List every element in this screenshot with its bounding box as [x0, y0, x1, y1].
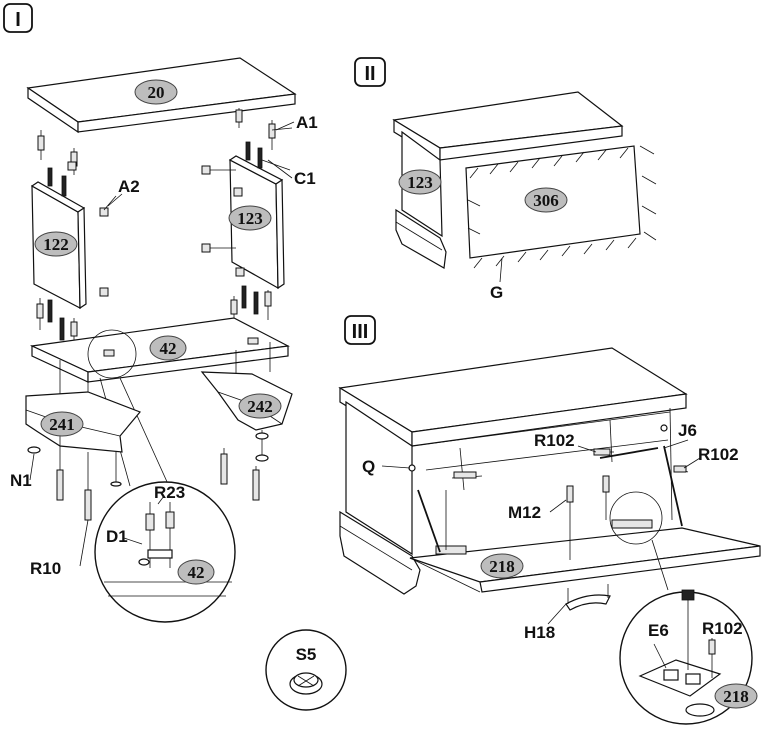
svg-text:242: 242 [247, 397, 273, 416]
plinth-right [200, 371, 293, 462]
part-badge-plinth-right: 242 [238, 393, 282, 419]
label-E6: E6 [648, 621, 669, 640]
label-Q: Q [362, 457, 375, 476]
label-M12: M12 [508, 503, 541, 522]
part-badge-detail-panel: 42 [177, 559, 215, 585]
label-C1: C1 [294, 169, 316, 188]
svg-text:218: 218 [723, 687, 749, 706]
part-badge-top-panel: 20 [134, 79, 178, 105]
svg-text:241: 241 [49, 415, 75, 434]
label-R102-c: R102 [702, 619, 743, 638]
svg-text:20: 20 [148, 83, 165, 102]
label-G: G [490, 283, 503, 302]
part-badge-side-left: 122 [34, 231, 78, 257]
plinth-screws [27, 446, 260, 521]
s5-callout [265, 629, 347, 711]
label-R10: R10 [30, 559, 61, 578]
part-badge-step3-door: 218 [480, 553, 524, 579]
svg-text:306: 306 [533, 191, 559, 210]
back-panel [465, 145, 657, 283]
step-one-box [3, 3, 33, 33]
part-badge-bottom-panel: 42 [149, 335, 187, 361]
label-D1: D1 [106, 527, 128, 546]
leader-lines [29, 121, 701, 625]
label-S5: S5 [296, 645, 317, 664]
part-badge-side-right: 123 [228, 205, 272, 231]
step3-screws [451, 448, 689, 560]
step-one-label: I [15, 9, 21, 31]
door-handle [565, 584, 611, 611]
svg-text:122: 122 [43, 235, 69, 254]
svg-text:218: 218 [489, 557, 515, 576]
label-R102-b: R102 [698, 445, 739, 464]
label-R102-a: R102 [534, 431, 575, 450]
step-two-box [354, 57, 386, 87]
lower-dowels [36, 285, 272, 350]
chest-body-step3 [338, 347, 688, 595]
label-N1: N1 [10, 471, 32, 490]
part-badge-step2-side: 123 [398, 169, 442, 195]
label-H18: H18 [524, 623, 555, 642]
part-badge-detail-door: 218 [714, 683, 758, 709]
detail-callout-small [87, 329, 137, 379]
hinge-callout-small [609, 491, 663, 545]
label-A1: A1 [296, 113, 318, 132]
part-badge-step2-back: 306 [524, 187, 568, 213]
detail-callout-large [94, 481, 236, 623]
drop-door [409, 519, 761, 593]
label-A2: A2 [118, 177, 140, 196]
label-J6: J6 [678, 421, 697, 440]
svg-text:42: 42 [160, 339, 177, 358]
svg-text:42: 42 [188, 563, 205, 582]
label-R23: R23 [154, 483, 185, 502]
step-three-box [344, 315, 376, 345]
step-three-label: III [352, 321, 369, 343]
svg-text:123: 123 [407, 173, 433, 192]
step-two-label: II [364, 63, 375, 85]
lid-stays [417, 445, 683, 553]
svg-text:123: 123 [237, 209, 263, 228]
part-badge-plinth-left: 241 [40, 411, 84, 437]
step-three: III [265, 315, 761, 725]
step-two: II [354, 57, 657, 283]
